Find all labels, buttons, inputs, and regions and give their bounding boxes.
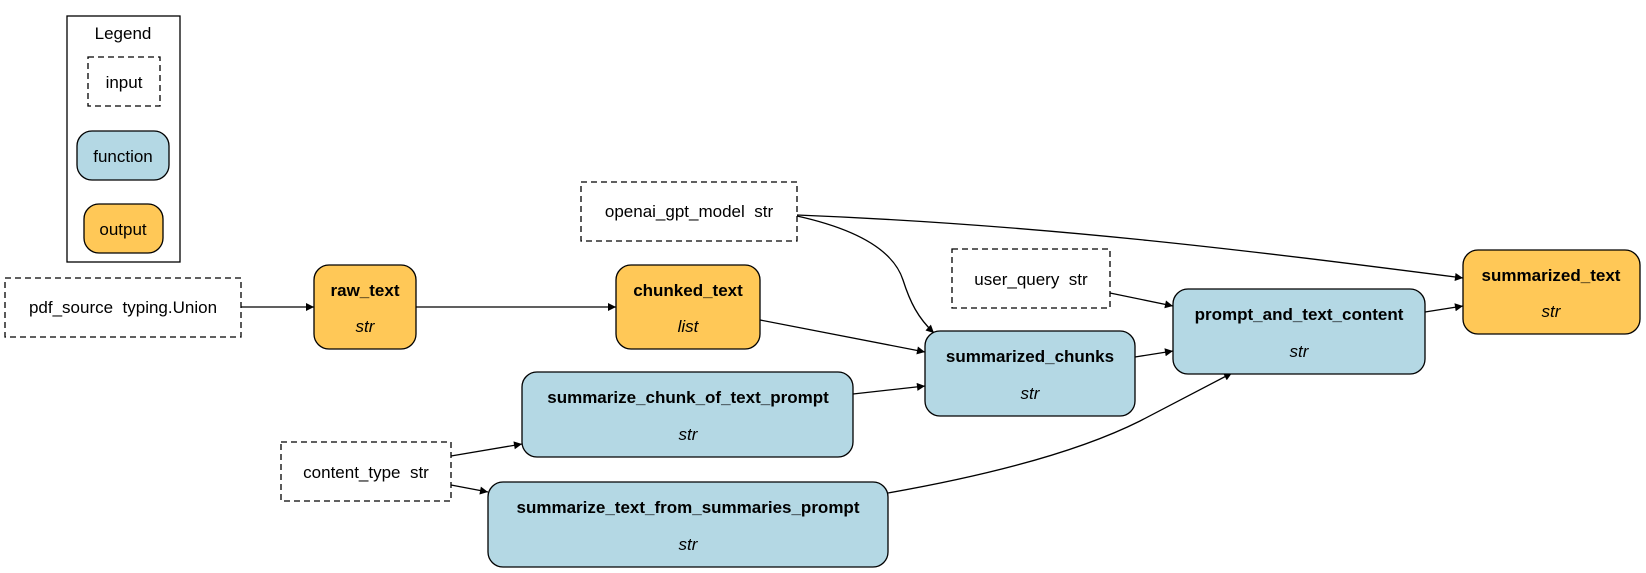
edge-user_query-prompt_and_text_content [1109,292,1174,309]
legend-input-label: input [106,73,143,92]
node-prompt_and_text_content: prompt_and_text_content str [1172,288,1426,375]
node-summarized_chunks-box [924,330,1136,417]
node-pdf_source-label: pdf_source typing.Union [29,298,217,317]
node-summarized_chunks-type: str [1021,384,1041,403]
node-openai_gpt_model-box [580,181,798,242]
node-prompt_and_text_content-type: str [1290,342,1310,361]
legend-output-swatch [83,203,164,254]
node-summarize_chunk_of_text_prompt-name: summarize_chunk_of_text_prompt [547,388,829,407]
legend-input-swatch [87,56,161,107]
node-chunked_text-box [615,264,761,350]
node-user_query-box [951,248,1111,309]
node-openai_gpt_model: openai_gpt_model str [580,181,798,242]
edge-openai_gpt_model-summarized_chunks [796,215,935,334]
node-summarize_text_from_summaries_prompt-type: str [679,535,699,554]
node-summarized_text-name: summarized_text [1482,266,1621,285]
node-content_type-label: content_type str [303,463,429,482]
edge-openai_gpt_model-summarized_text [796,214,1464,281]
legend-title: Legend [95,24,152,43]
edge-summarize_text_from_summaries_prompt-prompt_and_text_content [887,372,1233,494]
legend-output-label: output [99,220,147,239]
edges [241,214,1464,495]
legend: Legend input function output [66,15,181,263]
edge-content_type-summarize_chunk_of_text_prompt [450,441,523,457]
node-summarized_text-type: str [1542,302,1562,321]
node-content_type: content_type str [280,441,452,502]
node-content_type-box [280,441,452,502]
node-summarized_chunks-name: summarized_chunks [946,347,1114,366]
node-summarize_text_from_summaries_prompt: summarize_text_from_summaries_prompt str [487,481,889,568]
node-pdf_source-box [4,277,242,338]
node-summarize_chunk_of_text_prompt-type: str [679,425,699,444]
node-raw_text-name: raw_text [331,281,400,300]
legend-function-label: function [93,147,153,166]
node-user_query: user_query str [951,248,1111,309]
node-chunked_text-type: list [678,317,700,336]
node-prompt_and_text_content-box [1172,288,1426,375]
edge-prompt_and_text_content-summarized_text [1424,303,1464,313]
node-raw_text-box [313,264,417,350]
node-raw_text-type: str [356,317,376,336]
edge-summarized_chunks-prompt_and_text_content [1134,348,1174,358]
node-summarize_text_from_summaries_prompt-name: summarize_text_from_summaries_prompt [517,498,860,517]
node-summarized_chunks: summarized_chunks str [924,330,1136,417]
node-summarize_text_from_summaries_prompt-box [487,481,889,568]
node-summarize_chunk_of_text_prompt-box [521,371,854,458]
node-pdf_source: pdf_source typing.Union [4,277,242,338]
node-chunked_text: chunked_text list [615,264,761,350]
node-summarize_chunk_of_text_prompt: summarize_chunk_of_text_prompt str [521,371,854,458]
node-chunked_text-name: chunked_text [633,281,743,300]
legend-function-swatch [76,130,170,181]
node-prompt_and_text_content-name: prompt_and_text_content [1195,305,1404,324]
node-summarized_text-box [1462,249,1641,335]
edge-chunked_text-summarized_chunks [759,319,926,355]
node-openai_gpt_model-label: openai_gpt_model str [605,202,774,221]
node-summarized_text: summarized_text str [1462,249,1641,335]
edge-summarize_chunk_of_text_prompt-summarized_chunks [852,382,926,395]
node-raw_text: raw_text str [313,264,417,350]
node-user_query-label: user_query str [974,270,1088,289]
edge-content_type-summarize_text_from_summaries_prompt [450,484,489,495]
